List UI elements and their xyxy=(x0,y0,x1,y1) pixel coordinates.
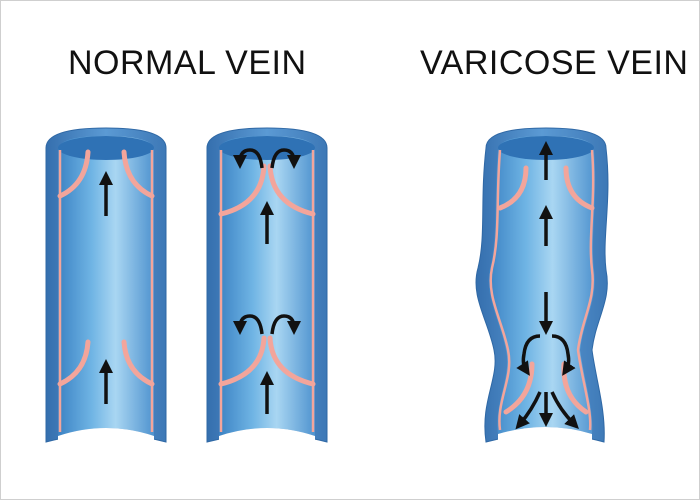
normal-vein-title: NORMAL VEIN xyxy=(68,44,307,82)
varicose-vein xyxy=(475,127,609,444)
vein-inner-lining xyxy=(489,149,511,431)
valve-leaflet-right xyxy=(121,339,155,387)
backflow-arrow-down xyxy=(550,391,579,429)
valve-leaflet-right xyxy=(563,165,595,211)
vein-top-opening xyxy=(58,136,154,160)
vein-bottom-cut xyxy=(219,428,315,444)
valve-leaflet-right xyxy=(121,149,155,199)
backflow-curl-arrow xyxy=(516,334,541,376)
varicose-vein-title: VARICOSE VEIN xyxy=(420,44,689,82)
vein-bottom-cut xyxy=(58,428,154,444)
vein-bottom-cut xyxy=(498,427,592,444)
normal-vein-closed-valves xyxy=(206,127,328,444)
valve-leaflet-right xyxy=(267,335,316,387)
backflow-arrow-down xyxy=(515,391,542,430)
backflow-curl-arrow xyxy=(270,314,301,335)
valve-leaflet-left xyxy=(218,163,267,217)
valve-leaflet-left xyxy=(503,361,535,415)
backflow-curl-arrow xyxy=(233,314,264,335)
backflow-curl-arrow xyxy=(270,148,301,169)
valve-leaflet-left xyxy=(57,339,91,387)
backflow-curl-arrow xyxy=(551,334,576,376)
valve-leaflet-left xyxy=(57,149,91,199)
valve-leaflet-left xyxy=(218,335,267,387)
backflow-curl-arrow xyxy=(233,148,264,169)
valve-leaflet-right xyxy=(267,163,316,217)
vein-lumen xyxy=(219,136,315,436)
vein-top-opening xyxy=(219,136,315,160)
normal-vein-open-valves xyxy=(45,127,167,444)
valve-leaflet-left xyxy=(497,165,529,211)
